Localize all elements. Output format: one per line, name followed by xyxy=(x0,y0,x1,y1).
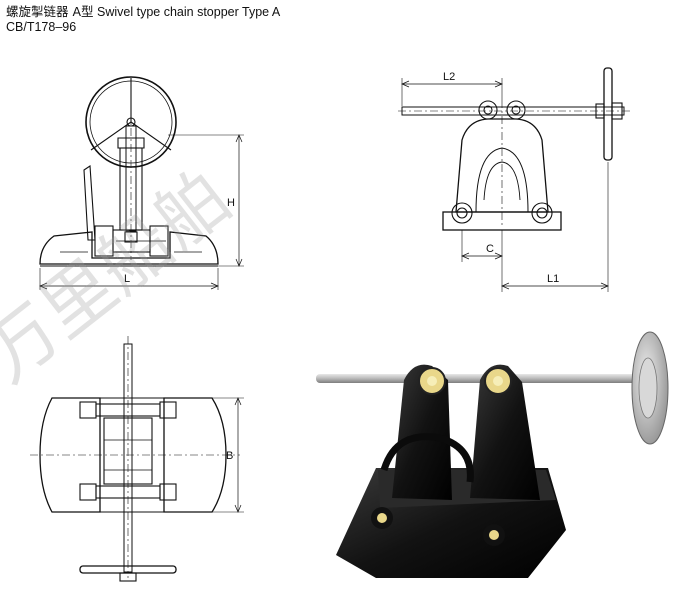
title-chinese: 螺旋掣链器 A型 xyxy=(6,4,94,19)
side-view xyxy=(39,76,244,290)
dim-label-L2: L2 xyxy=(443,71,455,83)
watermark: 万里船舶 xyxy=(0,155,246,399)
dim-label-C: C xyxy=(486,243,494,255)
title-standard-code: CB/T178–96 xyxy=(6,20,77,34)
dim-label-H: H xyxy=(227,197,235,209)
front-handwheel xyxy=(603,67,613,161)
plan-view xyxy=(30,336,244,582)
product-photo xyxy=(316,331,669,578)
dim-label-B: B xyxy=(226,450,233,462)
front-view xyxy=(398,67,630,292)
front-body xyxy=(455,118,549,213)
title-line-1: 螺旋掣链器 A型 Swivel type chain stopper Type … xyxy=(6,4,280,20)
dim-label-L: L xyxy=(124,273,130,285)
side-base xyxy=(39,231,219,265)
dim-label-L1: L1 xyxy=(547,273,559,285)
plan-screw-shaft xyxy=(123,343,133,573)
title-english: Swivel type chain stopper Type A xyxy=(97,5,281,19)
plan-base xyxy=(39,397,101,513)
diagram-title: 螺旋掣链器 A型 Swivel type chain stopper Type … xyxy=(6,4,280,35)
